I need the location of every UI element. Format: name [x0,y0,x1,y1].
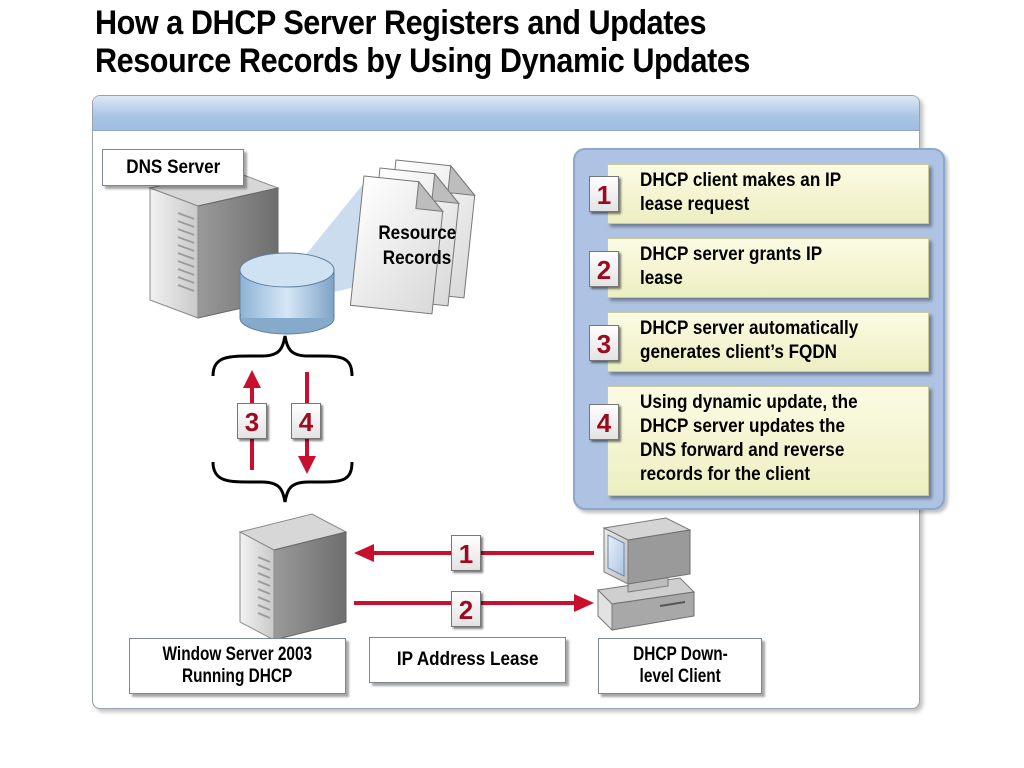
step-2-box: DHCP server grants IP lease [607,238,929,298]
step-4-line-4: records for the client [640,464,811,485]
dns-server-label: DNS Server [102,149,244,186]
update-badge-4: 4 [291,403,321,439]
step-3-line-1: DHCP server automatically [640,318,859,339]
bottom-brace [211,461,354,503]
step-2-text: DHCP server grants IP lease [640,243,910,291]
step-1-line-1: DHCP client makes an IP [640,170,842,191]
dhcp-client-label-line-2: level Client [639,666,721,687]
client-computer-icon [596,517,696,632]
step-4-text: Using dynamic update, the DHCP server up… [640,391,910,487]
title-line-1: How a DHCP Server Registers and Updates [95,4,707,42]
update-badge-3: 3 [237,403,267,439]
step-4-line-1: Using dynamic update, the [640,392,858,413]
resource-records-line-1: Resource [378,223,456,244]
step-1-badge: 1 [589,176,619,212]
ip-address-lease-label: IP Address Lease [369,637,566,683]
ip-address-lease-text: IP Address Lease [396,649,539,670]
lease-request-arrow [354,544,594,562]
step-3-badge: 3 [589,325,619,361]
step-3-line-2: generates client’s FQDN [640,342,838,363]
step-3-text: DHCP server automatically generates clie… [640,317,910,365]
page-title: How a DHCP Server Registers and Updates … [95,4,905,80]
top-brace [211,335,354,377]
dhcp-client-label-line-1: DHCP Down- [632,644,728,665]
step-2-line-1: DHCP server grants IP [640,244,823,265]
resource-records-label: Resource Records [362,221,472,271]
step-4-box: Using dynamic update, the DHCP server up… [607,386,929,496]
steps-panel: DHCP client makes an IP lease request 1 … [573,148,945,510]
step-1-text: DHCP client makes an IP lease request [640,169,910,217]
lease-badge-2: 2 [451,591,481,627]
dns-server-icon [148,169,280,319]
step-3-box: DHCP server automatically generates clie… [607,312,929,372]
dns-server-label-text: DNS Server [125,156,221,178]
step-2-badge: 2 [589,251,619,287]
dhcp-server-label: Window Server 2003 Running DHCP [129,638,346,694]
resource-records-icon [349,159,476,315]
step-1-line-2: lease request [640,194,750,215]
panel-header-bar [93,96,919,131]
step-4-badge: 4 [589,404,619,440]
resource-records-line-2: Records [382,248,452,269]
title-line-2: Resource Records by Using Dynamic Update… [95,42,750,80]
dhcp-client-label: DHCP Down- level Client [598,638,762,694]
step-2-line-2: lease [640,268,683,289]
step-4-line-3: DNS forward and reverse [640,440,845,461]
dhcp-server-label-line-1: Window Server 2003 [162,644,313,665]
step-1-box: DHCP client makes an IP lease request [607,164,929,224]
lease-badge-1: 1 [451,535,481,571]
dhcp-server-icon [238,513,348,641]
dhcp-server-label-line-2: Running DHCP [182,666,293,687]
step-4-line-2: DHCP server updates the [640,416,845,437]
database-icon [239,252,335,335]
